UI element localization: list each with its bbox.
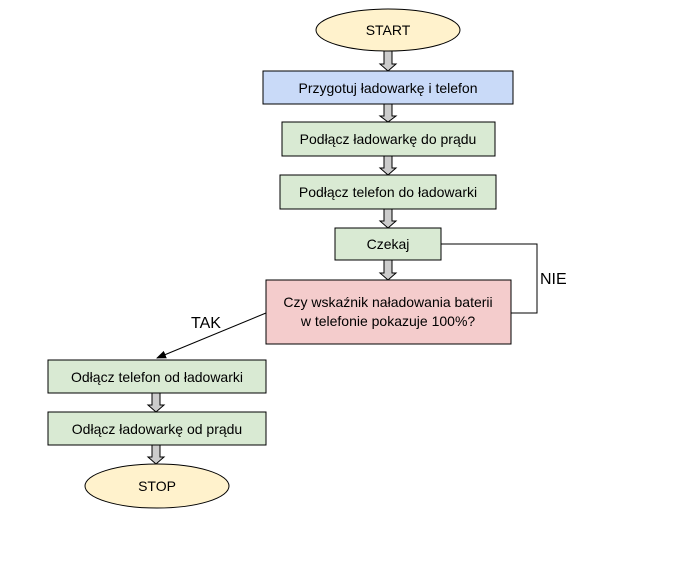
wait-step [334,227,442,261]
decision-line-2: w telefonie pokazuje 100%? [300,313,476,329]
arrow-plug-phone-to-wait [378,208,398,229]
stop-terminal [84,463,230,509]
block-arrows [146,50,398,465]
arrow-plug-charger-to-plug-phone [378,155,398,176]
unplug-charger-step-label: Odłącz ładowarkę od prądu [72,421,242,437]
plug-charger-step [281,121,496,157]
plug-charger-step-label: Podłącz ładowarkę do prądu [300,131,477,147]
decision-step [265,279,512,345]
prepare-step [262,70,514,105]
wait-step-label: Czekaj [367,236,410,252]
arrow-prepare-to-plug-charger [378,103,398,123]
no-loop-connector [441,243,538,314]
decision-line-1: Czy wskaźnik naładowania baterii [283,294,492,310]
arrow-unplug-charger-to-stop [146,444,166,465]
yes-connector [156,312,267,359]
start-terminal [315,8,461,52]
unplug-phone-step [47,359,267,394]
no-edge-label: NIE [540,271,567,288]
stop-label: STOP [138,478,176,494]
unplug-phone-step-label: Odłącz telefon od ładowarki [71,369,243,385]
yes-edge-label: TAK [191,315,221,332]
plug-phone-step [279,174,497,210]
start-label: START [366,22,411,38]
arrow-wait-to-decision [378,259,398,281]
plug-phone-step-label: Podłącz telefon do ładowarki [299,184,477,200]
arrow-unplug-phone-to-unplug-charger [146,392,166,413]
unplug-charger-step [47,411,267,446]
prepare-step-label: Przygotuj ładowarkę i telefon [299,80,478,96]
arrow-start-to-prepare [378,50,398,72]
